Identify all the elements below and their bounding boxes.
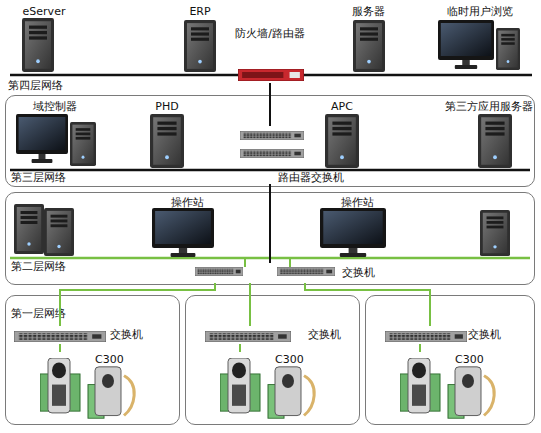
network-layer-box: 交换机 C300 xyxy=(185,295,360,425)
device-node: 交换机 xyxy=(190,263,380,283)
server-icon xyxy=(14,204,44,254)
device-node: 交换机 xyxy=(380,326,520,344)
server-icon xyxy=(480,210,510,256)
device-label: C300 xyxy=(95,353,124,366)
device-node: 防火墙/路由器 xyxy=(232,25,312,83)
server-icon xyxy=(325,114,359,168)
device-node: 操作站 xyxy=(315,194,395,254)
layer3-bus xyxy=(10,169,530,172)
device-label: 防火墙/路由器 xyxy=(235,27,305,40)
server-icon xyxy=(478,114,512,168)
device-label: 交换机 xyxy=(342,266,375,279)
switch-icon xyxy=(205,331,291,342)
network-layer-box: 第三层网络 域控制器 PHD APC 第三方应用服务器路由器交换机 xyxy=(5,95,535,187)
device-node: ERP xyxy=(175,2,225,70)
device-label: 第三方应用服务器 xyxy=(445,100,533,113)
switch-icon xyxy=(277,267,335,276)
server-icon xyxy=(22,18,54,72)
device-node: 操作站 xyxy=(145,194,220,254)
workstation-monitor xyxy=(438,20,494,69)
network-link xyxy=(59,344,61,352)
device-label: APC xyxy=(331,100,353,113)
controller-icon xyxy=(220,358,314,418)
controller-icon xyxy=(40,358,134,418)
device-node: APC xyxy=(315,98,370,166)
layer-label: 第四层网络 xyxy=(8,79,63,92)
device-label: 交换机 xyxy=(110,328,143,341)
network-layer-box: 交换机 C300 xyxy=(365,295,535,425)
switch-icon xyxy=(195,267,243,276)
device-label: 交换机 xyxy=(308,328,341,341)
layer-label: 第三层网络 xyxy=(11,171,66,184)
device-node: 服务器 xyxy=(340,2,400,70)
device-node: 交换机 xyxy=(10,326,150,344)
firewall-icon xyxy=(238,69,304,81)
network-link xyxy=(419,344,421,352)
bus-drop xyxy=(289,258,291,267)
layer-label: 第一层网络 xyxy=(11,307,66,320)
device-label: 临时用户浏览 xyxy=(447,5,513,18)
device-node: 域控制器 xyxy=(12,98,97,166)
network-link xyxy=(269,184,271,263)
device-label: 路由器交换机 xyxy=(278,171,344,184)
device-label: PHD xyxy=(155,100,178,113)
device-node: 临时用户浏览 xyxy=(432,2,532,72)
workstation-monitor xyxy=(320,208,386,257)
network-link xyxy=(269,83,271,126)
device-node: PHD xyxy=(140,98,195,166)
device-node: C300 xyxy=(395,352,510,422)
device-label: C300 xyxy=(275,353,304,366)
device-label: 操作站 xyxy=(171,196,204,209)
device-node: 交换机 xyxy=(200,326,350,344)
device-node: 第三方应用服务器 xyxy=(445,98,533,166)
layer2-bus xyxy=(10,257,530,260)
workstation-monitor xyxy=(152,208,214,257)
device-node: eServer xyxy=(10,2,80,72)
device-node: C300 xyxy=(35,352,150,422)
device-label: eServer xyxy=(23,5,66,18)
controller-icon xyxy=(400,358,494,418)
device-label: ERP xyxy=(189,5,210,18)
server-icon xyxy=(184,20,216,72)
device-label: 服务器 xyxy=(352,5,385,18)
server-icon xyxy=(150,114,184,168)
router-icon xyxy=(240,131,304,140)
network-link xyxy=(249,283,251,326)
server-icon xyxy=(353,20,385,72)
device-label: C300 xyxy=(455,353,484,366)
workstation-tower xyxy=(496,28,520,70)
workstation-tower xyxy=(70,122,96,166)
device-node: C300 xyxy=(215,352,330,422)
router-icon xyxy=(240,149,304,158)
device-label: 操作站 xyxy=(341,196,374,209)
bus-drop xyxy=(244,258,246,267)
layer-label: 第二层网络 xyxy=(11,260,66,273)
device-node: 路由器交换机 xyxy=(238,126,338,184)
network-link xyxy=(60,283,215,326)
workstation-monitor xyxy=(16,114,68,163)
device-label: 交换机 xyxy=(468,328,501,341)
device-label: 域控制器 xyxy=(33,100,77,113)
network-layer-box: 第二层网络 操作站 操作站交换机 xyxy=(5,192,535,285)
switch-icon xyxy=(14,331,106,342)
server-icon xyxy=(44,208,74,256)
switch-icon xyxy=(385,331,467,342)
network-link xyxy=(305,283,430,326)
network-link xyxy=(239,344,241,352)
network-layer-box: 第一层网络交换机 C300 xyxy=(5,295,180,425)
